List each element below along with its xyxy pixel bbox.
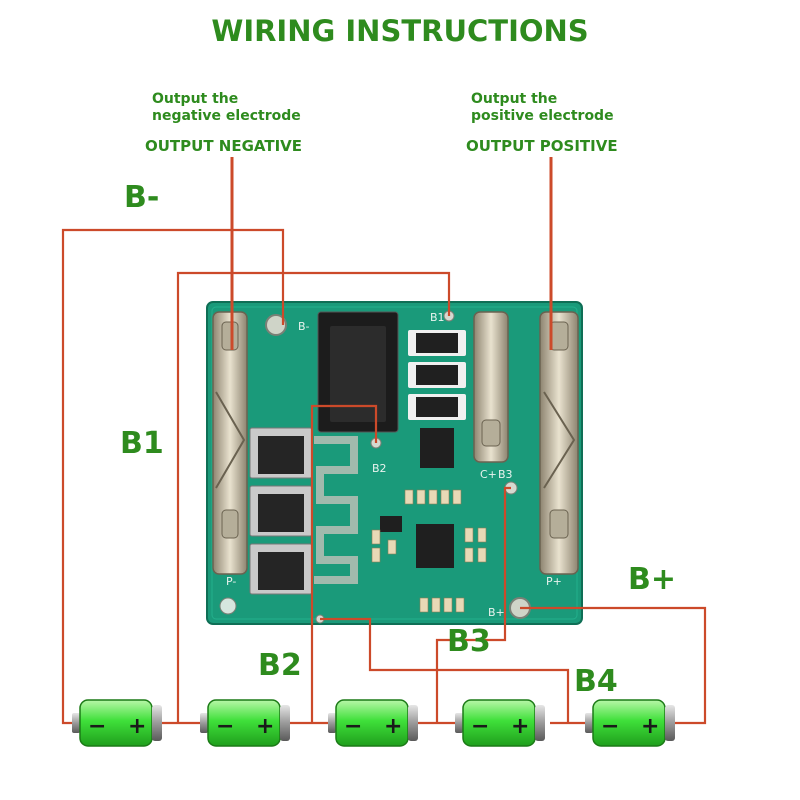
battery-plus-sign: + xyxy=(256,714,274,739)
battery-minus-sign: − xyxy=(344,714,362,739)
label-b2: B2 xyxy=(258,648,302,683)
battery-minus-sign: − xyxy=(88,714,106,739)
negative-clip-terminal xyxy=(212,311,248,575)
positive-note-line1: Output the xyxy=(471,91,558,107)
battery-cell: − + xyxy=(72,699,162,747)
battery-plus-sign: + xyxy=(128,714,146,739)
label-b4: B4 xyxy=(574,664,618,699)
silk-p-minus: P- xyxy=(226,575,236,588)
battery-plus-sign: + xyxy=(641,714,659,739)
battery-cell: − + xyxy=(455,699,545,747)
ic-chip xyxy=(420,428,454,468)
b1-wire xyxy=(160,271,451,725)
battery-plus-sign: + xyxy=(511,714,529,739)
b3-wire xyxy=(320,617,585,725)
silk-b1: B1 xyxy=(430,311,445,324)
diode-array xyxy=(408,330,466,420)
mosfet-array xyxy=(249,427,313,595)
b3-mid-wire xyxy=(415,486,511,725)
positive-clip-terminal xyxy=(539,311,579,575)
output-positive-label: OUTPUT POSITIVE xyxy=(466,137,618,155)
silk-b-minus: B- xyxy=(298,320,310,333)
battery-minus-sign: − xyxy=(216,714,234,739)
silk-b3: B3 xyxy=(498,468,513,481)
battery-cell: − + xyxy=(585,699,675,747)
label-b1: B1 xyxy=(120,426,164,461)
output-negative-label: OUTPUT NEGATIVE xyxy=(145,137,303,155)
silk-b2: B2 xyxy=(372,462,387,475)
battery-minus-sign: − xyxy=(471,714,489,739)
c-plus-clip-terminal xyxy=(473,311,509,463)
b-plus-wire xyxy=(520,606,707,725)
ic-chip xyxy=(416,524,454,568)
silk-p-plus: P+ xyxy=(546,575,562,588)
battery-plus-sign: + xyxy=(384,714,402,739)
page-title: WIRING INSTRUCTIONS xyxy=(211,14,589,48)
battery-cell: − + xyxy=(328,699,418,747)
negative-note-line1: Output the xyxy=(152,91,239,107)
mounting-hole xyxy=(265,314,287,336)
label-b-plus: B+ xyxy=(628,562,677,597)
label-b3: B3 xyxy=(447,624,491,659)
pcb-board: B- B1 B2 B3 C+ P- P+ B+ xyxy=(206,301,583,625)
negative-note: Output the negative electrode xyxy=(152,91,301,125)
silk-c-plus: C+ xyxy=(480,468,497,481)
b-minus-wire xyxy=(61,228,285,725)
positive-note: Output the positive electrode xyxy=(471,91,614,125)
silk-b-plus: B+ xyxy=(488,606,505,619)
wires xyxy=(61,157,707,725)
battery-minus-sign: − xyxy=(601,714,619,739)
negative-note-line2: negative electrode xyxy=(152,108,301,124)
battery-pack: − + − + − + − + − + xyxy=(72,699,675,747)
b2-wire xyxy=(288,404,378,725)
battery-cell: − + xyxy=(200,699,290,747)
label-b-minus: B- xyxy=(124,180,160,215)
positive-note-line2: positive electrode xyxy=(471,108,614,124)
